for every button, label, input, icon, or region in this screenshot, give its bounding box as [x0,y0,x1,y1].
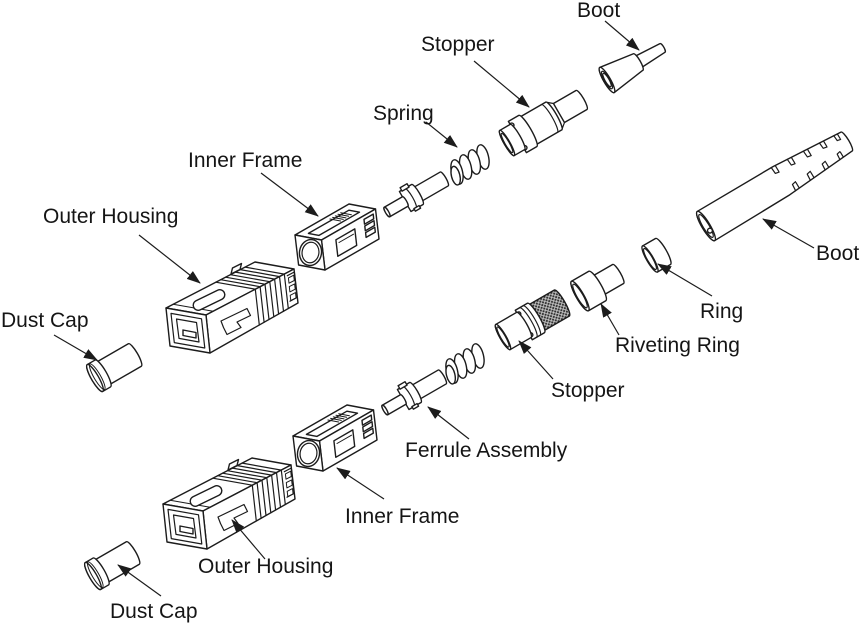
inner-frame-bottom-label: Inner Frame [345,505,459,528]
riveting-ring-label: Riveting Ring [615,334,740,357]
dust-cap-top-part [83,339,146,394]
leader-arrows [53,20,815,597]
outer-housing-top-label: Outer Housing [43,205,178,228]
boot-top-label: Boot [577,0,620,22]
inner-frame-top-label: Inner Frame [188,149,302,172]
inner-frame-top-part [294,203,380,271]
boot-long-part [695,131,854,242]
ferrule-assembly-bottom-part [375,362,452,424]
outer-housing-bottom-label: Outer Housing [198,555,333,578]
outer-housing-top-arrow [138,234,201,284]
riveting-ring-arrow [600,303,620,336]
riveting-ring-part [570,263,625,312]
outer-housing-bottom-part [162,457,296,550]
ring-label: Ring [700,300,743,323]
inner-frame-bottom-part [292,404,378,472]
stopper-top-part [498,89,589,157]
ferrule-assembly-arrow [427,406,470,440]
dust-cap-bottom-label: Dust Cap [110,600,198,623]
spring-top-part [441,140,499,190]
inner-frame-bottom-arrow [336,467,385,500]
ferrule-assembly-top-part [377,164,454,226]
dust-cap-bottom-part [81,537,144,592]
stopper-bottom-label: Stopper [551,379,625,402]
spring-label: Spring [373,102,434,125]
ferrule-assembly-label: Ferrule Assembly [405,439,568,462]
dust-cap-top-label: Dust Cap [1,309,89,332]
stopper-top-label: Stopper [421,33,495,56]
stopper-bottom-arrow [518,340,554,380]
inner-frame-top-arrow [260,172,319,217]
ring-part [641,237,672,273]
boot-top-arrow [604,20,640,51]
stopper-top-arrow [473,60,530,108]
stopper-bottom-part [494,289,571,351]
boot-top-part [598,42,666,94]
spring-arrow [425,121,458,148]
boot-right-arrow [762,218,815,249]
boot-right-label: Boot [816,242,859,265]
dust-cap-top-arrow [53,334,98,361]
ring-arrow [657,263,713,297]
outer-housing-bottom-arrow [231,519,266,560]
dust-cap-bottom-arrow [117,564,162,597]
outer-housing-top-part [165,261,299,354]
